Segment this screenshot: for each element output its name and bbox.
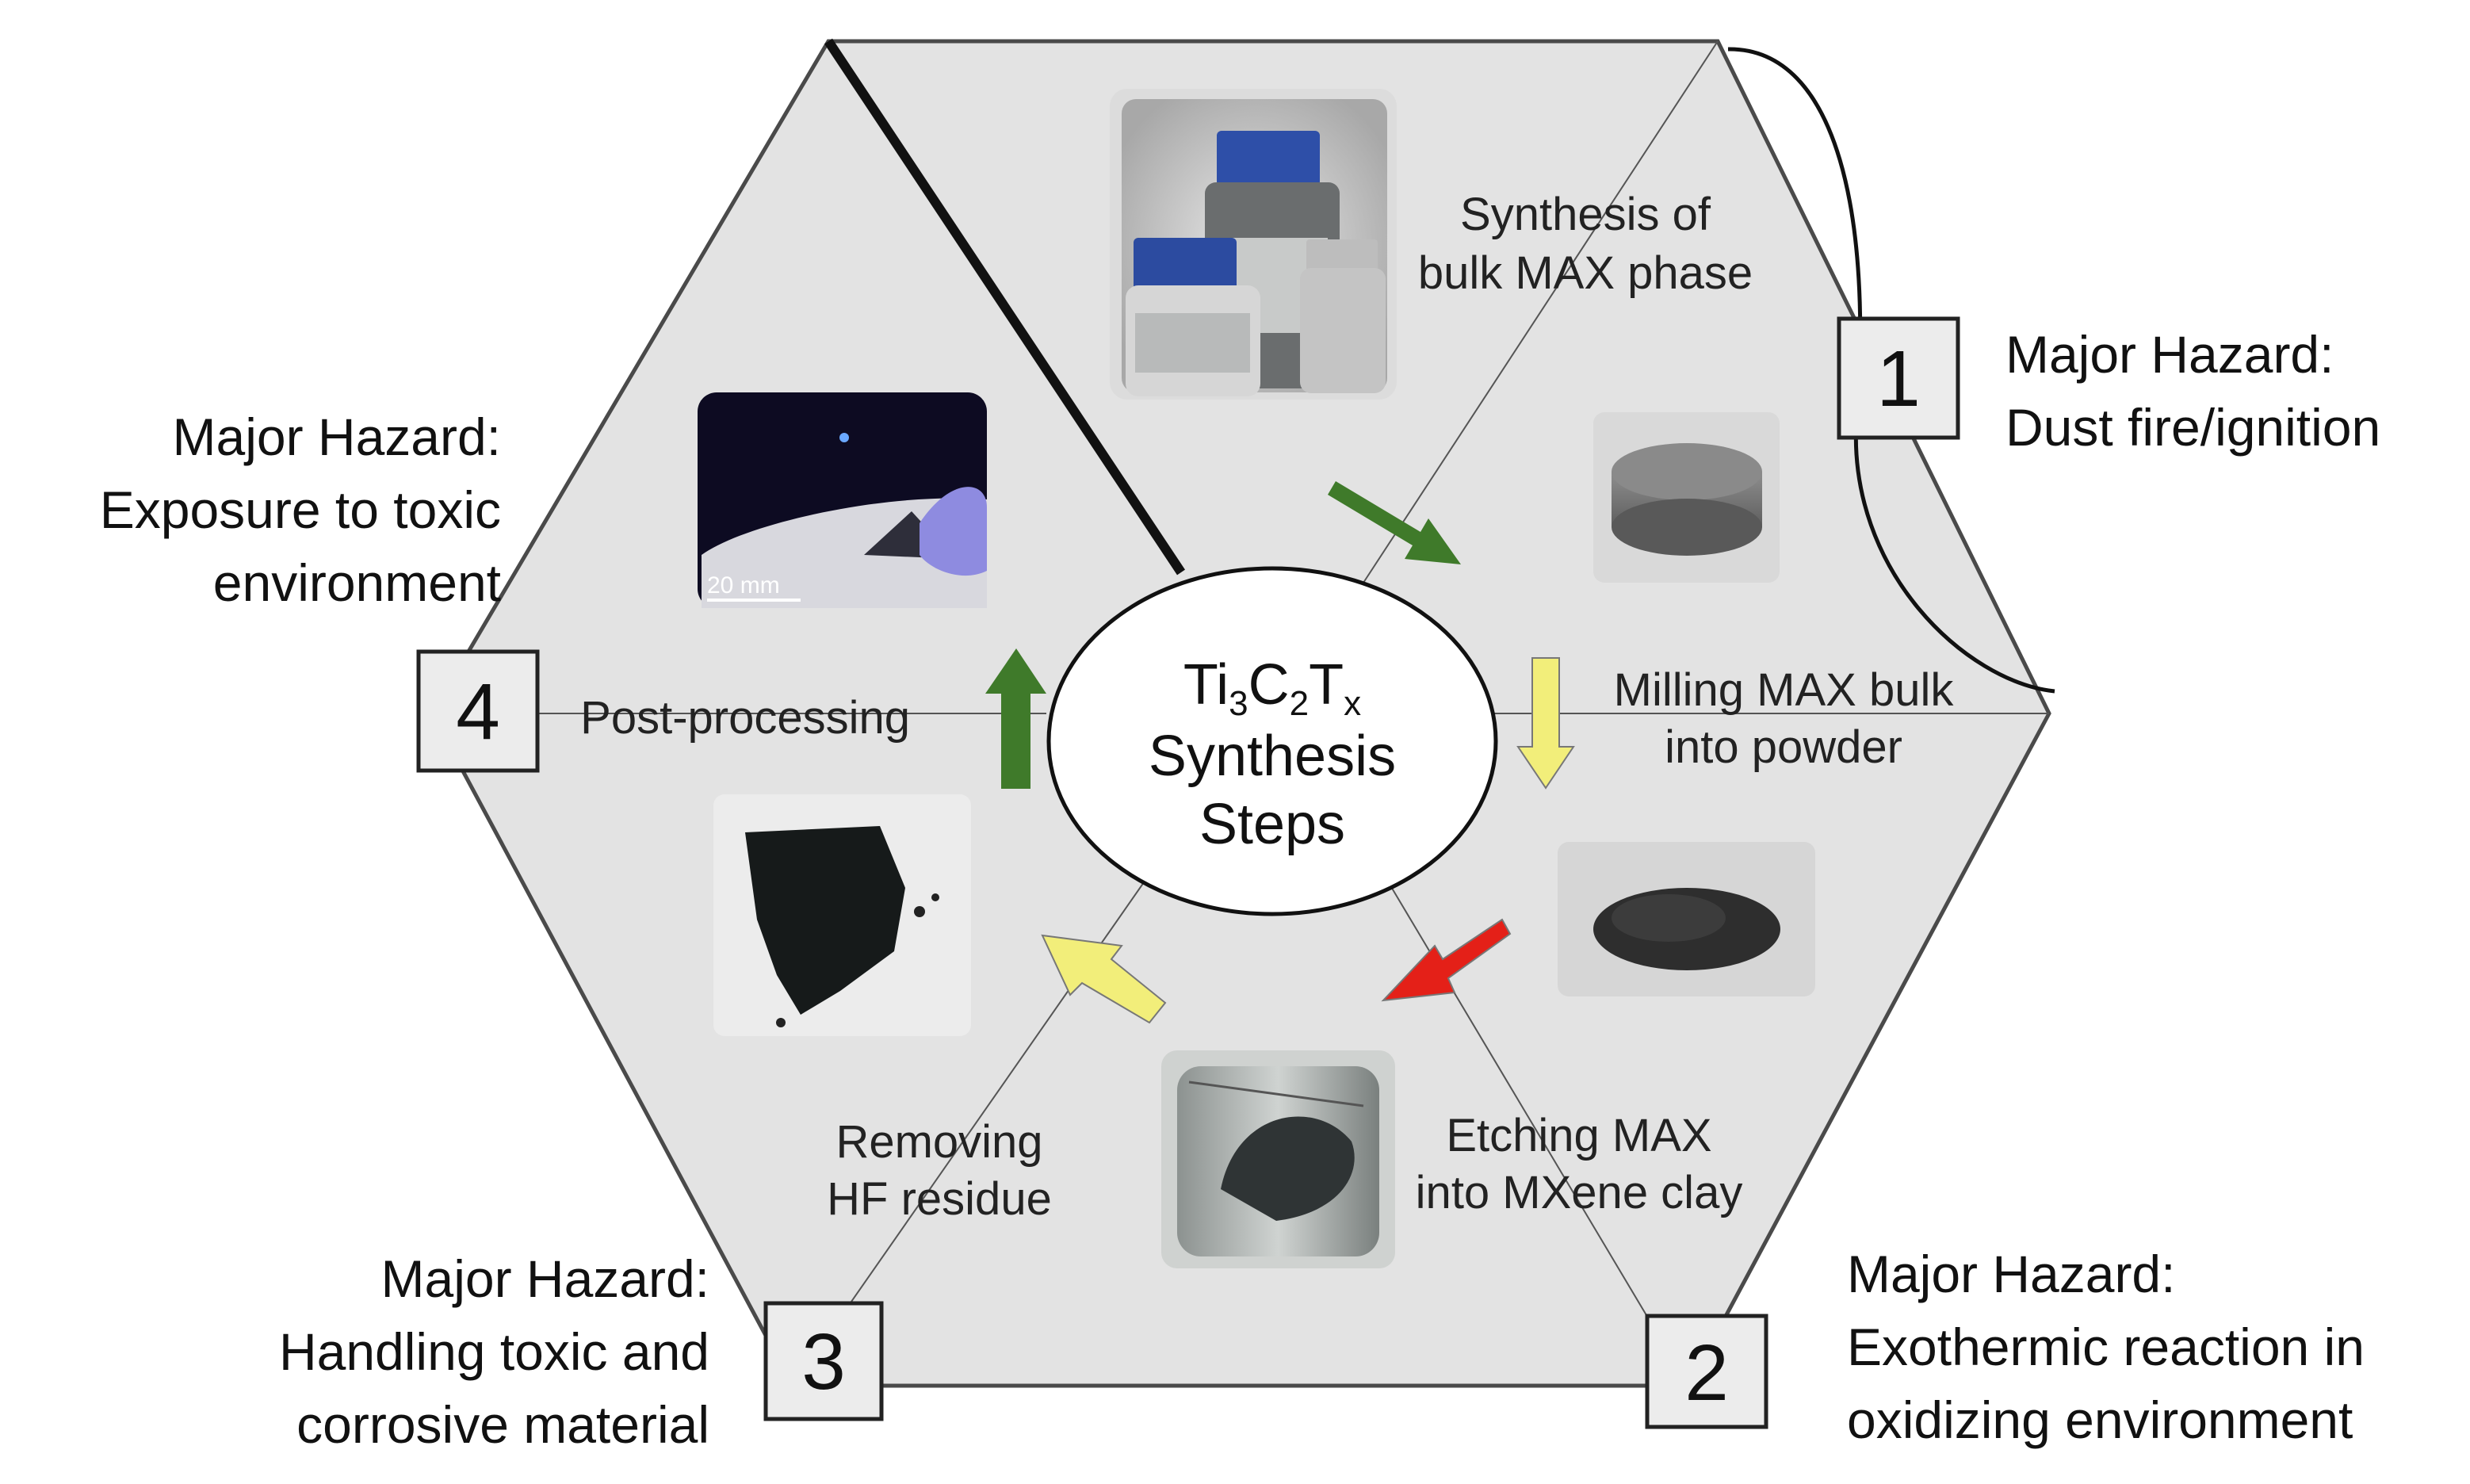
- hazard-2-text-line1: Exothermic reaction in: [1847, 1318, 2365, 1376]
- hazard-3-text-line1: Handling toxic and: [279, 1322, 709, 1381]
- hazard-2-text-line2: oxidizing environment: [1847, 1390, 2353, 1449]
- centrifuge-tube-photo: [1161, 1050, 1395, 1268]
- arrow-green-up: [985, 648, 1046, 789]
- divider-line-top-right: [1363, 40, 1719, 583]
- hazard-4-text-line2: environment: [213, 553, 501, 612]
- arrow-green-down-right: [1328, 481, 1461, 564]
- svg-text:4: 4: [456, 667, 500, 756]
- hazard-3-text-line2: corrosive material: [296, 1395, 709, 1454]
- hazard-2-title: Major Hazard:: [1847, 1245, 2175, 1303]
- svg-text:3: 3: [801, 1318, 846, 1406]
- step-etching-line1: Etching MAX: [1446, 1110, 1711, 1161]
- hazard-4-box: 4: [416, 649, 540, 773]
- clay-photo: [713, 794, 971, 1036]
- svg-text:1: 1: [1876, 335, 1921, 423]
- powder-photo: [1558, 842, 1815, 996]
- step-removing-line2: HF residue: [827, 1173, 1052, 1225]
- scale-bar-label: 20 mm: [707, 572, 780, 599]
- center-line-synthesis: Synthesis: [1149, 725, 1396, 788]
- thick-divider-line: [824, 38, 1185, 576]
- center-formula: Ti3C2Tx: [1183, 653, 1361, 723]
- step-milling-line2: into powder: [1665, 721, 1902, 773]
- step-post-processing: Post-processing: [580, 692, 910, 744]
- arrow-red-down-left: [1381, 918, 1512, 1002]
- divider-line-bottom-left: [792, 840, 1174, 1386]
- center-line-steps: Steps: [1199, 793, 1345, 856]
- step-removing-line1: Removing: [835, 1116, 1042, 1168]
- pellet-photo: [1593, 412, 1780, 583]
- step-milling-line1: Milling MAX bulk: [1614, 664, 1955, 716]
- step-synthesis-line1: Synthesis of: [1460, 189, 1711, 240]
- hazard-1-text: Dust fire/ignition: [2005, 398, 2380, 457]
- film-photo: 20 mm: [698, 392, 987, 608]
- hazard-3-title: Major Hazard:: [381, 1249, 709, 1308]
- step-synthesis-line2: bulk MAX phase: [1418, 247, 1753, 299]
- arrow-yellow-up-left: [1041, 934, 1167, 1024]
- divider-line-bottom-right: [1363, 840, 1689, 1386]
- hazard-1-box: 1: [1837, 316, 1960, 440]
- center-ellipse: [1046, 566, 1498, 916]
- hazard-4-title: Major Hazard:: [173, 407, 501, 466]
- hazard-1-title: Major Hazard:: [2005, 325, 2334, 384]
- hazard-2-box: 2: [1645, 1314, 1768, 1429]
- arrow-yellow-down: [1516, 657, 1575, 790]
- hazard-3-box: 3: [763, 1301, 884, 1421]
- svg-text:2: 2: [1684, 1329, 1729, 1417]
- bottles-photo: [1110, 89, 1397, 400]
- hazard-4-text-line1: Exposure to toxic: [100, 480, 501, 539]
- step-etching-line2: into MXene clay: [1416, 1167, 1743, 1218]
